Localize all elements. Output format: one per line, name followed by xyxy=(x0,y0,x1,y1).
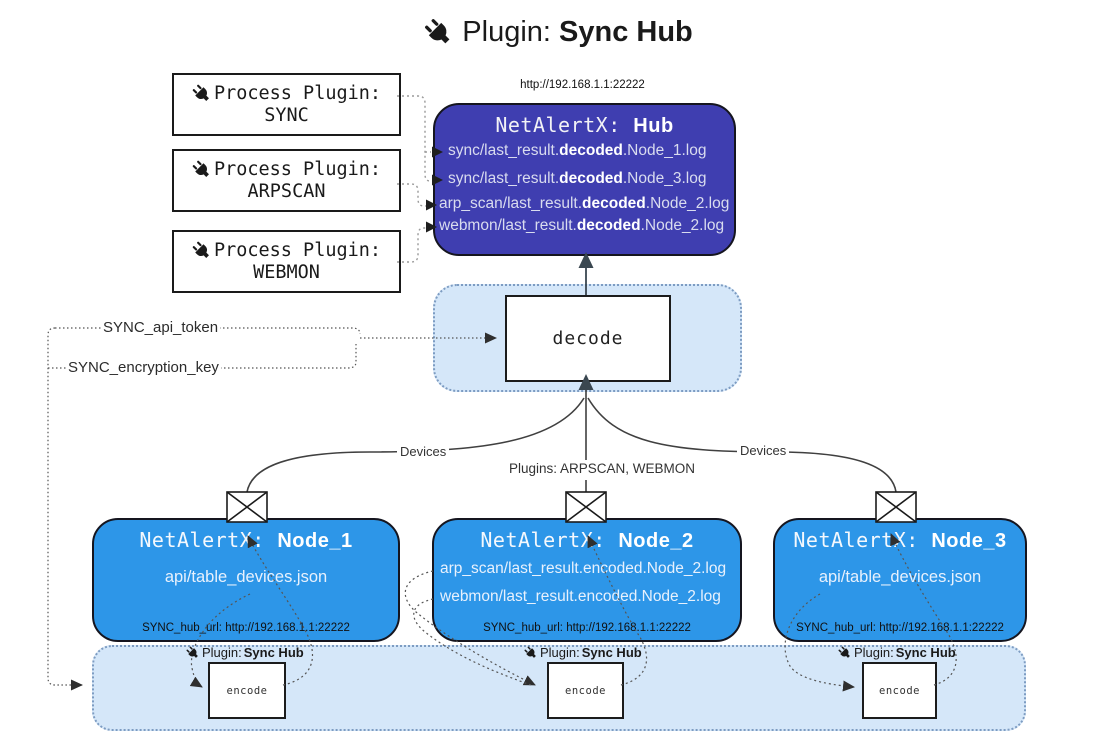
process-plugin-label: Process Plugin: xyxy=(213,83,382,104)
hub-url-label: http://192.168.1.1:22222 xyxy=(520,79,645,91)
hub-title-name: Hub xyxy=(633,115,674,137)
node-title: NetAlertX: Node_1 xyxy=(139,528,353,552)
encode-box-2: encode xyxy=(547,662,624,719)
node-file: arp_scan/last_result.encoded.Node_2.log xyxy=(440,560,727,577)
node-file: webmon/last_result.encoded.Node_2.log xyxy=(440,588,721,605)
hub-file-line: sync/last_result.decoded.Node_1.log xyxy=(448,142,707,159)
encode-box-1: encode xyxy=(208,662,286,719)
hub-file-line: arp_scan/last_result.decoded.Node_2.log xyxy=(439,195,730,212)
connector-webmon xyxy=(397,227,426,263)
node-file: api/table_devices.json xyxy=(164,568,328,586)
plug-icon xyxy=(523,644,538,660)
node-3-box: NetAlertX: Node_3 api/table_devices.json… xyxy=(773,518,1027,642)
sync-encryption-key-label: SYNC_encryption_key xyxy=(66,359,221,376)
encode-plugin-label: Plugin: Sync Hub xyxy=(837,644,956,660)
plugins-center-label: Plugins: ARPSCAN, WEBMON xyxy=(506,461,699,476)
title-prefix: Plugin: xyxy=(462,16,560,48)
node-2-box: NetAlertX: Node_2 arp_scan/last_result.e… xyxy=(432,518,742,642)
sync-api-token-label: SYNC_api_token xyxy=(101,319,221,336)
hub-title: NetAlertX: Hub xyxy=(435,113,734,138)
devices-left-label: Devices xyxy=(397,444,450,459)
connector-arpscan xyxy=(397,183,426,207)
node-1-box: NetAlertX: Node_1 api/table_devices.json… xyxy=(92,518,400,642)
plug-icon xyxy=(191,239,212,261)
node-hub-url: SYNC_hub_url: http://192.168.1.1:22222 xyxy=(483,622,691,634)
plug-icon xyxy=(191,82,212,104)
process-plugin-arpscan: Process Plugin: ARPSCAN xyxy=(172,149,401,212)
encode-box-3: encode xyxy=(862,662,937,719)
token-to-encode-line xyxy=(47,327,83,691)
node-hub-url: SYNC_hub_url: http://192.168.1.1:22222 xyxy=(796,622,1004,634)
hub-box: NetAlertX: Hub sync/last_result.decoded.… xyxy=(433,103,736,256)
connector-sync xyxy=(397,95,431,182)
process-plugin-label: Process Plugin: xyxy=(213,240,382,261)
plug-icon xyxy=(837,644,852,660)
encode-plugin-label: Plugin: Sync Hub xyxy=(523,644,642,660)
node-title: NetAlertX: Node_2 xyxy=(480,528,694,552)
page-title: Plugin: Sync Hub xyxy=(0,16,1117,49)
hub-title-prefix: NetAlertX: xyxy=(495,113,634,137)
process-plugin-name: ARPSCAN xyxy=(247,181,326,202)
devices-right-label: Devices xyxy=(737,443,790,458)
plug-icon xyxy=(422,16,454,48)
plug-icon xyxy=(191,158,212,180)
plug-icon xyxy=(185,644,200,660)
title-name: Sync Hub xyxy=(559,16,693,48)
process-plugin-sync: Process Plugin: SYNC xyxy=(172,73,401,136)
process-plugin-label: Process Plugin: xyxy=(213,159,382,180)
process-plugin-name: SYNC xyxy=(264,105,309,126)
hub-file-line: webmon/last_result.decoded.Node_2.log xyxy=(439,217,725,234)
hub-file-line: sync/last_result.decoded.Node_3.log xyxy=(448,170,707,187)
node-title: NetAlertX: Node_3 xyxy=(793,528,1007,552)
decode-box: decode xyxy=(505,295,671,382)
node-file: api/table_devices.json xyxy=(818,568,982,586)
process-plugin-webmon: Process Plugin: WEBMON xyxy=(172,230,401,293)
process-plugin-name: WEBMON xyxy=(253,262,320,283)
encode-plugin-label: Plugin: Sync Hub xyxy=(185,644,304,660)
plugin-to-hub-connectors xyxy=(397,95,431,263)
node-to-decode-edges xyxy=(246,388,897,493)
node-hub-url: SYNC_hub_url: http://192.168.1.1:22222 xyxy=(142,622,350,634)
decode-label: decode xyxy=(552,328,624,349)
